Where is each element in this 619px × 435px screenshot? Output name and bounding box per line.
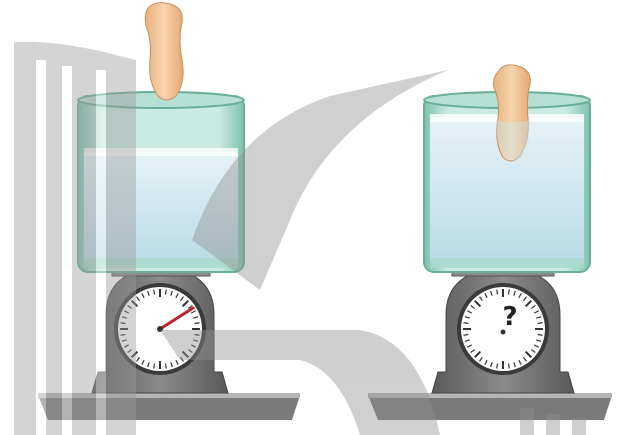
right-finger-icon (494, 65, 531, 161)
dial-tick (165, 364, 166, 369)
dial-tick (463, 334, 468, 335)
unknown-reading-mark: ? (502, 302, 517, 332)
dial-tick (463, 323, 468, 324)
dial-tick (154, 289, 155, 294)
dial-tick (497, 364, 498, 369)
right-dial-scale-icon: ? (432, 258, 574, 393)
dial-tick (538, 334, 543, 335)
dial-tick (165, 289, 166, 294)
right-dial: ? (457, 283, 549, 375)
dial-tick (538, 323, 543, 324)
dial-tick (508, 364, 509, 369)
dial-tick (497, 289, 498, 294)
dial-tick (195, 323, 200, 324)
dial-tick (508, 289, 509, 294)
dial-tick (154, 364, 155, 369)
left-finger-icon (145, 3, 183, 100)
